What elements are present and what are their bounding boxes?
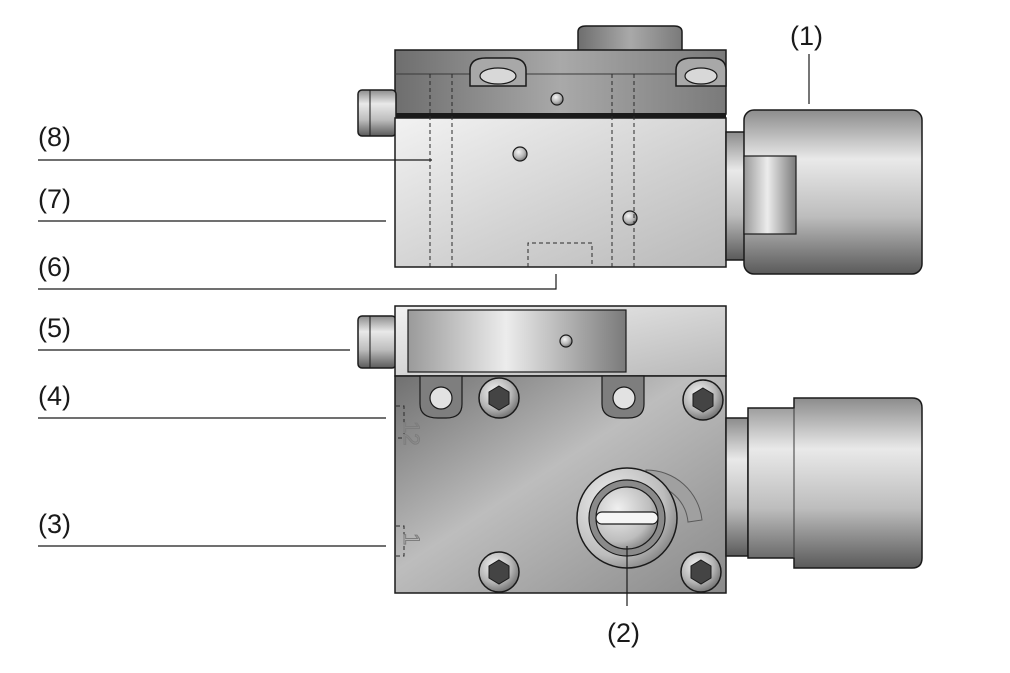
- socket-screw-bottom-right: [680, 551, 722, 593]
- callout-label-5: (5): [38, 313, 71, 343]
- socket-screw-top-left: [478, 377, 520, 419]
- socket-screw-top-right: [682, 379, 724, 421]
- callout-label-6: (6): [38, 252, 71, 282]
- callout-label-7: (7): [38, 184, 71, 214]
- bottom-upper-inset: [407, 309, 627, 373]
- callout-2: (2): [607, 546, 640, 648]
- callout-label-2: (2): [607, 618, 640, 648]
- callout-label-8: (8): [38, 122, 71, 152]
- port-label-12: 12: [399, 421, 424, 445]
- bottom-left-connector: [357, 315, 397, 369]
- top-body: [394, 117, 727, 268]
- bottom-view: 12 1: [357, 305, 923, 594]
- callout-7: (7): [38, 184, 386, 222]
- callout-6: (6): [38, 252, 557, 290]
- callout-1: (1): [790, 21, 823, 104]
- bottom-cylinder: [747, 397, 923, 569]
- adjustment-dial: [576, 467, 703, 569]
- top-left-connector: [357, 89, 397, 137]
- top-cylinder-hex: [743, 155, 797, 235]
- callout-3: (3): [38, 509, 386, 547]
- callout-8: (8): [38, 122, 432, 161]
- callout-label-1: (1): [790, 21, 823, 51]
- bottom-cylinder-neck: [725, 417, 749, 557]
- callout-label-4: (4): [38, 381, 71, 411]
- callout-4: (4): [38, 381, 386, 419]
- top-view: [357, 25, 923, 275]
- port-label-1: 1: [399, 533, 424, 545]
- callout-5: (5): [38, 313, 350, 351]
- socket-screw-bottom-left: [478, 551, 520, 593]
- callout-label-3: (3): [38, 509, 71, 539]
